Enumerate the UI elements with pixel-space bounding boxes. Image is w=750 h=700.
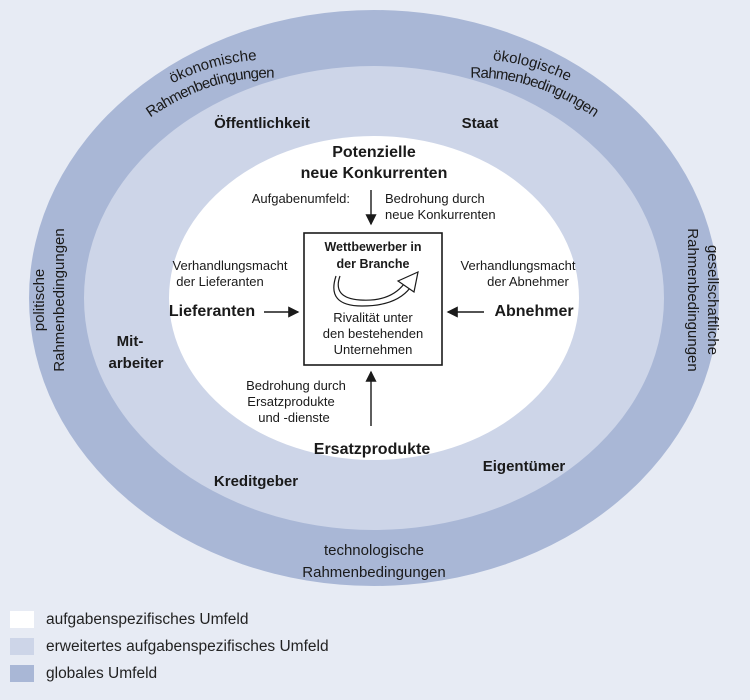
legend-swatch-extended bbox=[10, 638, 34, 655]
global-label-social: gesellschaftliche Rahmenbedingungen bbox=[684, 228, 721, 371]
legend-label: globales Umfeld bbox=[46, 664, 158, 682]
extended-label-employees: Mit- bbox=[117, 333, 144, 350]
center-body-3: Unternehmen bbox=[334, 342, 413, 357]
environment-diagram: ökonomische Rahmenbedingungen ökologisch… bbox=[29, 10, 721, 586]
buyer-power-label-2: der Abnehmer bbox=[487, 274, 569, 289]
threat-new-label-2: neue Konkurrenten bbox=[385, 207, 496, 222]
svg-text:politische: politische bbox=[31, 269, 48, 332]
potential-entrants-label: Potenzielle bbox=[332, 144, 416, 161]
legend-swatch-task bbox=[10, 611, 34, 628]
global-label-technological-2: Rahmenbedingungen bbox=[302, 564, 445, 581]
buyer-power-label: Verhandlungsmacht bbox=[461, 258, 576, 273]
industry-competitors-box bbox=[303, 232, 443, 366]
threat-substitutes-label-3: und -dienste bbox=[258, 410, 330, 425]
threat-new-label: Bedrohung durch bbox=[385, 191, 485, 206]
rivalry-arrow-icon bbox=[337, 275, 405, 301]
svg-text:Rahmenbedingungen: Rahmenbedingungen bbox=[684, 228, 701, 371]
legend-label: erweitertes aufgabenspezifisches Umfeld bbox=[46, 637, 329, 655]
legend: aufgabenspezifisches Umfeld erweitertes … bbox=[10, 606, 329, 687]
extended-label-employees-2: arbeiter bbox=[108, 355, 163, 372]
center-body-2: den bestehenden bbox=[323, 326, 423, 341]
rivalry-arrowhead-icon bbox=[396, 270, 419, 294]
rivalry-arrow-icon-outline bbox=[333, 275, 411, 307]
extended-label-creditors: Kreditgeber bbox=[214, 473, 298, 490]
supplier-power-label-2: der Lieferanten bbox=[176, 274, 263, 289]
threat-substitutes-label-2: Ersatzprodukte bbox=[247, 394, 334, 409]
potential-entrants-label-2: neue Konkurrenten bbox=[301, 165, 448, 182]
legend-item-task: aufgabenspezifisches Umfeld bbox=[10, 606, 329, 633]
svg-text:Rahmenbedingungen: Rahmenbedingungen bbox=[51, 228, 68, 371]
buyers-label: Abnehmer bbox=[494, 303, 573, 320]
legend-item-global: globales Umfeld bbox=[10, 660, 329, 687]
extended-label-owners: Eigentümer bbox=[483, 458, 566, 475]
task-environment-caption: Aufgabenumfeld: bbox=[252, 191, 350, 206]
threat-substitutes-label: Bedrohung durch bbox=[246, 378, 346, 393]
center-title: Wettbewerber in bbox=[324, 240, 421, 254]
extended-label-state: Staat bbox=[462, 115, 499, 132]
supplier-power-label: Verhandlungsmacht bbox=[173, 258, 288, 273]
svg-text:gesellschaftliche: gesellschaftliche bbox=[704, 245, 721, 355]
center-title-2: der Branche bbox=[337, 257, 410, 271]
suppliers-label: Lieferanten bbox=[169, 303, 255, 320]
legend-swatch-global bbox=[10, 665, 34, 682]
global-label-technological: technologische bbox=[324, 542, 424, 559]
extended-label-public: Öffentlichkeit bbox=[214, 115, 310, 132]
substitutes-label: Ersatzprodukte bbox=[314, 441, 431, 458]
legend-item-extended: erweitertes aufgabenspezifisches Umfeld bbox=[10, 633, 329, 660]
global-label-political: politische Rahmenbedingungen bbox=[31, 228, 68, 371]
legend-label: aufgabenspezifisches Umfeld bbox=[46, 610, 249, 628]
center-body: Rivalität unter bbox=[333, 310, 413, 325]
